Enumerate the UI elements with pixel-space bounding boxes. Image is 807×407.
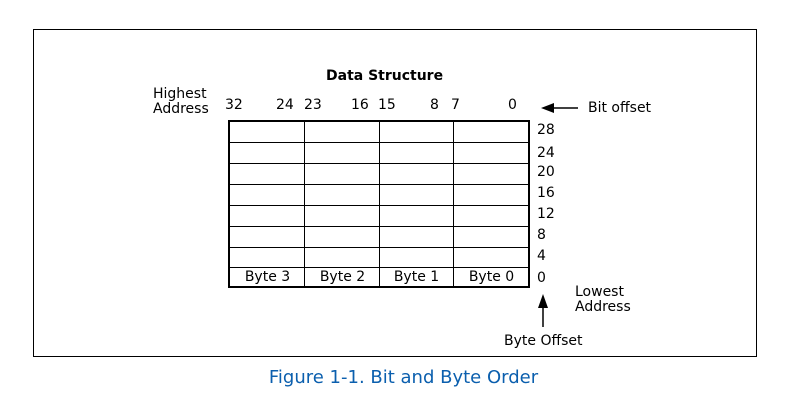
grid-col-divider (453, 122, 454, 286)
figure-caption: Figure 1-1. Bit and Byte Order (268, 367, 539, 388)
bit-label-8: 8 (430, 97, 439, 113)
byte-1-cell: Byte 1 (393, 269, 440, 285)
row-offset-28: 28 (537, 122, 555, 138)
bit-label-24: 24 (276, 97, 294, 113)
lowest-address-label: Lowest Address (575, 284, 631, 315)
bit-offset-arrow-icon (541, 103, 578, 113)
highest-address-label: Highest Address (153, 86, 209, 117)
byte-offset-arrow-icon (538, 294, 548, 327)
byte-2-cell: Byte 2 (319, 269, 366, 285)
row-offset-16: 16 (537, 185, 555, 201)
diagram-title: Data Structure (326, 68, 444, 84)
figure-frame (33, 29, 757, 357)
byte-0-cell: Byte 0 (468, 269, 515, 285)
bit-label-7: 7 (451, 97, 460, 113)
bit-label-32: 32 (225, 97, 243, 113)
byte-3-cell: Byte 3 (244, 269, 291, 285)
row-offset-8: 8 (537, 227, 546, 243)
row-offset-12: 12 (537, 206, 555, 222)
bit-offset-label: Bit offset (588, 100, 652, 116)
row-offset-4: 4 (537, 248, 546, 264)
bit-label-15: 15 (378, 97, 396, 113)
data-structure-grid: Byte 3 Byte 2 Byte 1 Byte 0 (228, 120, 530, 288)
grid-col-divider (304, 122, 305, 286)
row-offset-0: 0 (537, 270, 546, 286)
row-offset-24: 24 (537, 145, 555, 161)
byte-offset-label: Byte Offset (504, 333, 583, 349)
bit-label-0: 0 (508, 97, 517, 113)
grid-col-divider (379, 122, 380, 286)
bit-label-23: 23 (304, 97, 322, 113)
bit-label-16: 16 (351, 97, 369, 113)
row-offset-20: 20 (537, 164, 555, 180)
